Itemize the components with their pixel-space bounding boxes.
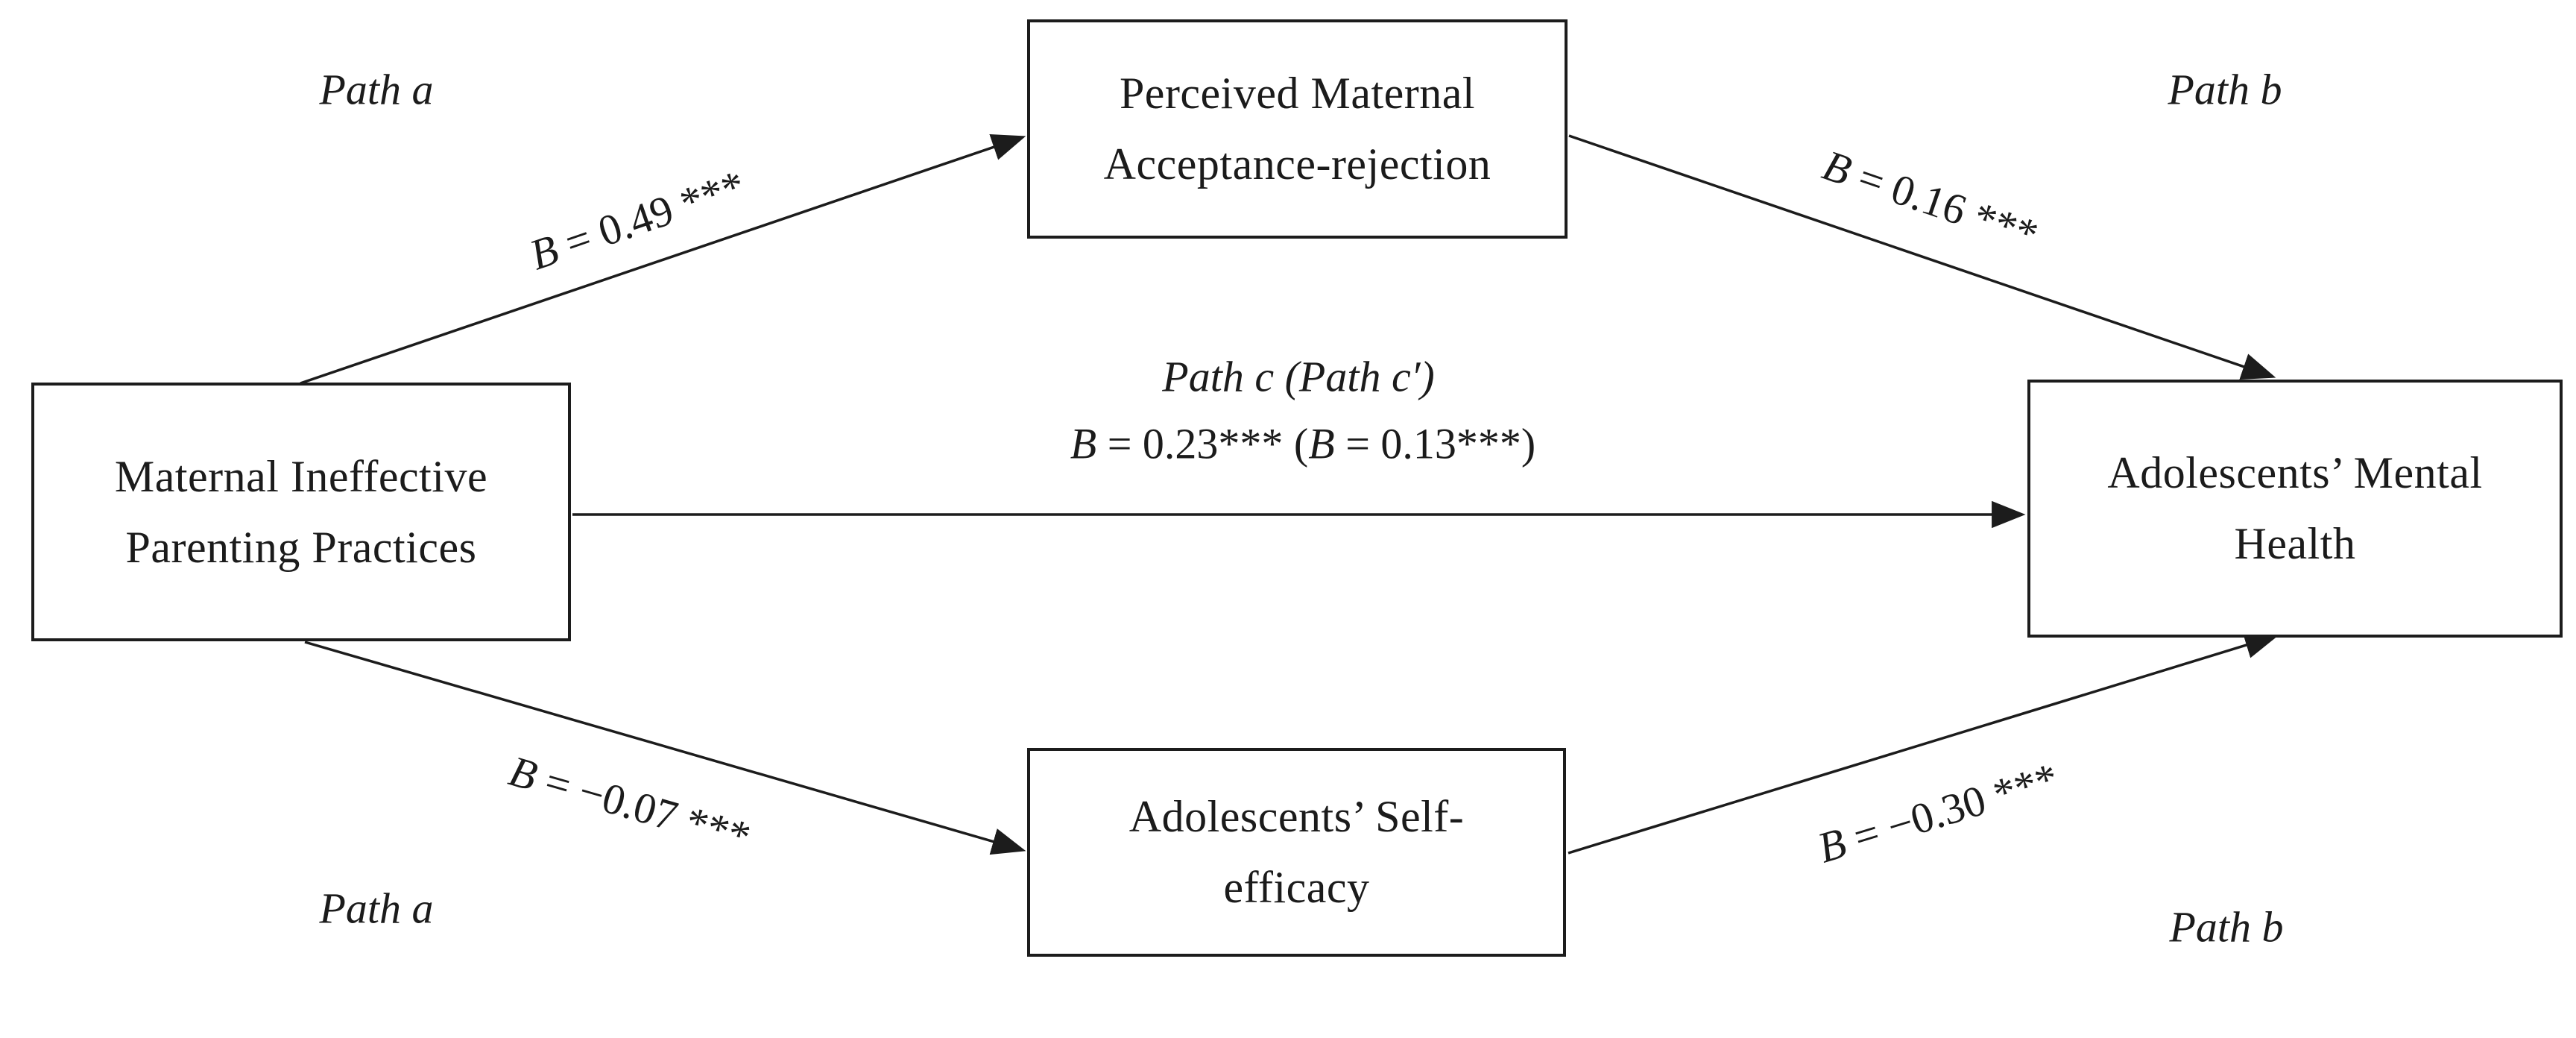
label-path-a-top: Path a: [319, 65, 434, 114]
box-predictor-line2: Parenting Practices: [125, 522, 477, 572]
box-predictor: Maternal Ineffective Parenting Practices: [31, 383, 571, 641]
arrow-path-a-top: [300, 133, 1026, 385]
coef-c-var2: B: [1308, 419, 1335, 468]
box-outcome-line2: Health: [2234, 519, 2356, 568]
arrow-path-a-bottom: [304, 641, 1026, 855]
label-path-b-bottom: Path b: [2169, 902, 2284, 952]
label-coefficient-path-c: B = 0.23*** (B = 0.13***): [1070, 419, 1535, 469]
arrow-path-b-top: [1568, 134, 2276, 380]
arrow-path-b-bottom: [1568, 632, 2279, 855]
box-mediator-bottom-line2: efficacy: [1223, 863, 1370, 912]
box-mediator-bottom: Adolescents’ Self- efficacy: [1027, 748, 1566, 957]
label-path-b-top: Path b: [2168, 65, 2282, 114]
box-outcome-line1: Adolescents’ Mental: [2107, 448, 2483, 497]
box-outcome: Adolescents’ Mental Health: [2027, 380, 2563, 638]
box-mediator-top: Perceived Maternal Acceptance-rejection: [1027, 19, 1568, 239]
box-mediator-top-line1: Perceived Maternal: [1119, 69, 1476, 118]
box-mediator-top-line2: Acceptance-rejection: [1103, 139, 1491, 189]
coef-c-var1: B: [1070, 419, 1097, 468]
box-predictor-line1: Maternal Ineffective: [114, 451, 488, 501]
box-mediator-bottom-line1: Adolescents’ Self-: [1128, 792, 1465, 841]
coef-c-rest2: = 0.13***): [1334, 419, 1536, 468]
coef-c-rest1: = 0.23*** (: [1096, 419, 1309, 468]
label-path-a-bottom: Path a: [319, 884, 434, 933]
label-path-c: Path c (Path c′): [1162, 352, 1435, 401]
